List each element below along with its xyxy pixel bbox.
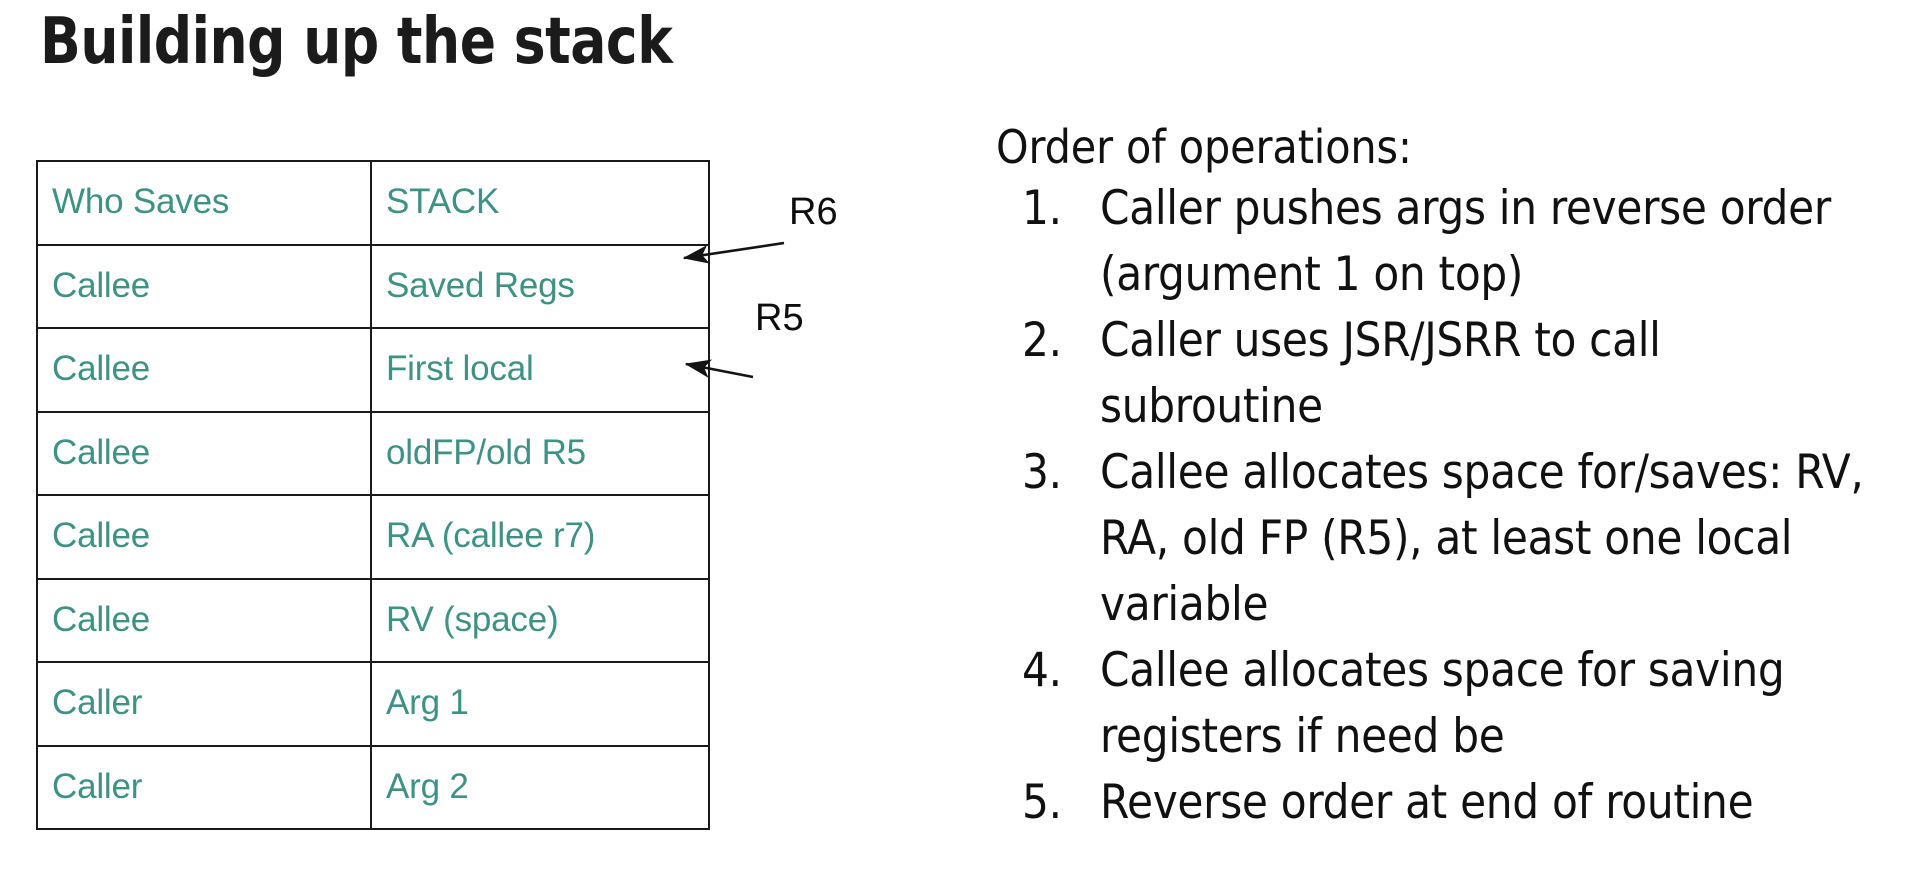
order-of-operations-heading: Order of operations: — [996, 120, 1412, 174]
table-cell-who: Callee — [36, 243, 372, 329]
table-cell-what: oldFP/old R5 — [370, 410, 710, 496]
table-cell-who: Callee — [36, 494, 372, 580]
table-cell-what: RV (space) — [370, 577, 710, 663]
table-cell-what: Arg 1 — [370, 661, 710, 747]
table-cell-who: Who Saves — [36, 160, 372, 246]
list-item: 1. Caller pushes args in reverse order (… — [996, 176, 1896, 308]
list-item: 3. Callee allocates space for/saves: RV,… — [996, 440, 1896, 638]
register-label-r6: R6 — [789, 191, 838, 233]
table-cell-what: RA (callee r7) — [370, 494, 710, 580]
stack-table-container: Who Saves STACK Callee Saved Regs Callee… — [36, 160, 710, 830]
list-item-text: Reverse order at end of routine — [1100, 775, 1754, 830]
stack-table-body: Who Saves STACK Callee Saved Regs Callee… — [36, 160, 710, 830]
table-row: Callee Saved Regs — [36, 243, 710, 329]
table-cell-who: Callee — [36, 327, 372, 413]
table-cell-what: Arg 2 — [370, 744, 710, 830]
order-of-operations-list: 1. Caller pushes args in reverse order (… — [996, 176, 1896, 836]
table-row: Callee First local — [36, 327, 710, 413]
table-cell-who: Caller — [36, 744, 372, 830]
list-item-number: 4. — [1022, 643, 1062, 698]
list-item-number: 3. — [1022, 445, 1062, 500]
order-of-operations-block: Order of operations: 1. Caller pushes ar… — [996, 118, 1896, 836]
register-label-r5: R5 — [755, 297, 804, 339]
list-item-number: 5. — [1022, 775, 1062, 830]
list-item-text: Callee allocates space for saving regist… — [1100, 643, 1785, 764]
list-item-number: 1. — [1022, 181, 1062, 236]
list-item-number: 2. — [1022, 313, 1062, 368]
page-title: Building up the stack — [40, 5, 673, 79]
list-item-text: Callee allocates space for/saves: RV, RA… — [1100, 445, 1864, 632]
table-row: Callee oldFP/old R5 — [36, 410, 710, 496]
table-row: Caller Arg 2 — [36, 744, 710, 830]
list-item: 2. Caller uses JSR/JSRR to call subrouti… — [996, 308, 1896, 440]
table-row: Caller Arg 1 — [36, 661, 710, 747]
table-cell-what: STACK — [370, 160, 710, 246]
table-cell-who: Callee — [36, 410, 372, 496]
list-item-text: Caller pushes args in reverse order (arg… — [1100, 181, 1831, 302]
stack-table: Who Saves STACK Callee Saved Regs Callee… — [36, 160, 710, 830]
list-item: 4. Callee allocates space for saving reg… — [996, 638, 1896, 770]
table-row: Callee RV (space) — [36, 577, 710, 663]
table-row: Callee RA (callee r7) — [36, 494, 710, 580]
list-item: 5. Reverse order at end of routine — [996, 770, 1896, 836]
table-cell-what: Saved Regs — [370, 243, 710, 329]
table-row: Who Saves STACK — [36, 160, 710, 246]
table-cell-who: Caller — [36, 661, 372, 747]
table-cell-what: First local — [370, 327, 710, 413]
table-cell-who: Callee — [36, 577, 372, 663]
list-item-text: Caller uses JSR/JSRR to call subroutine — [1100, 313, 1661, 434]
